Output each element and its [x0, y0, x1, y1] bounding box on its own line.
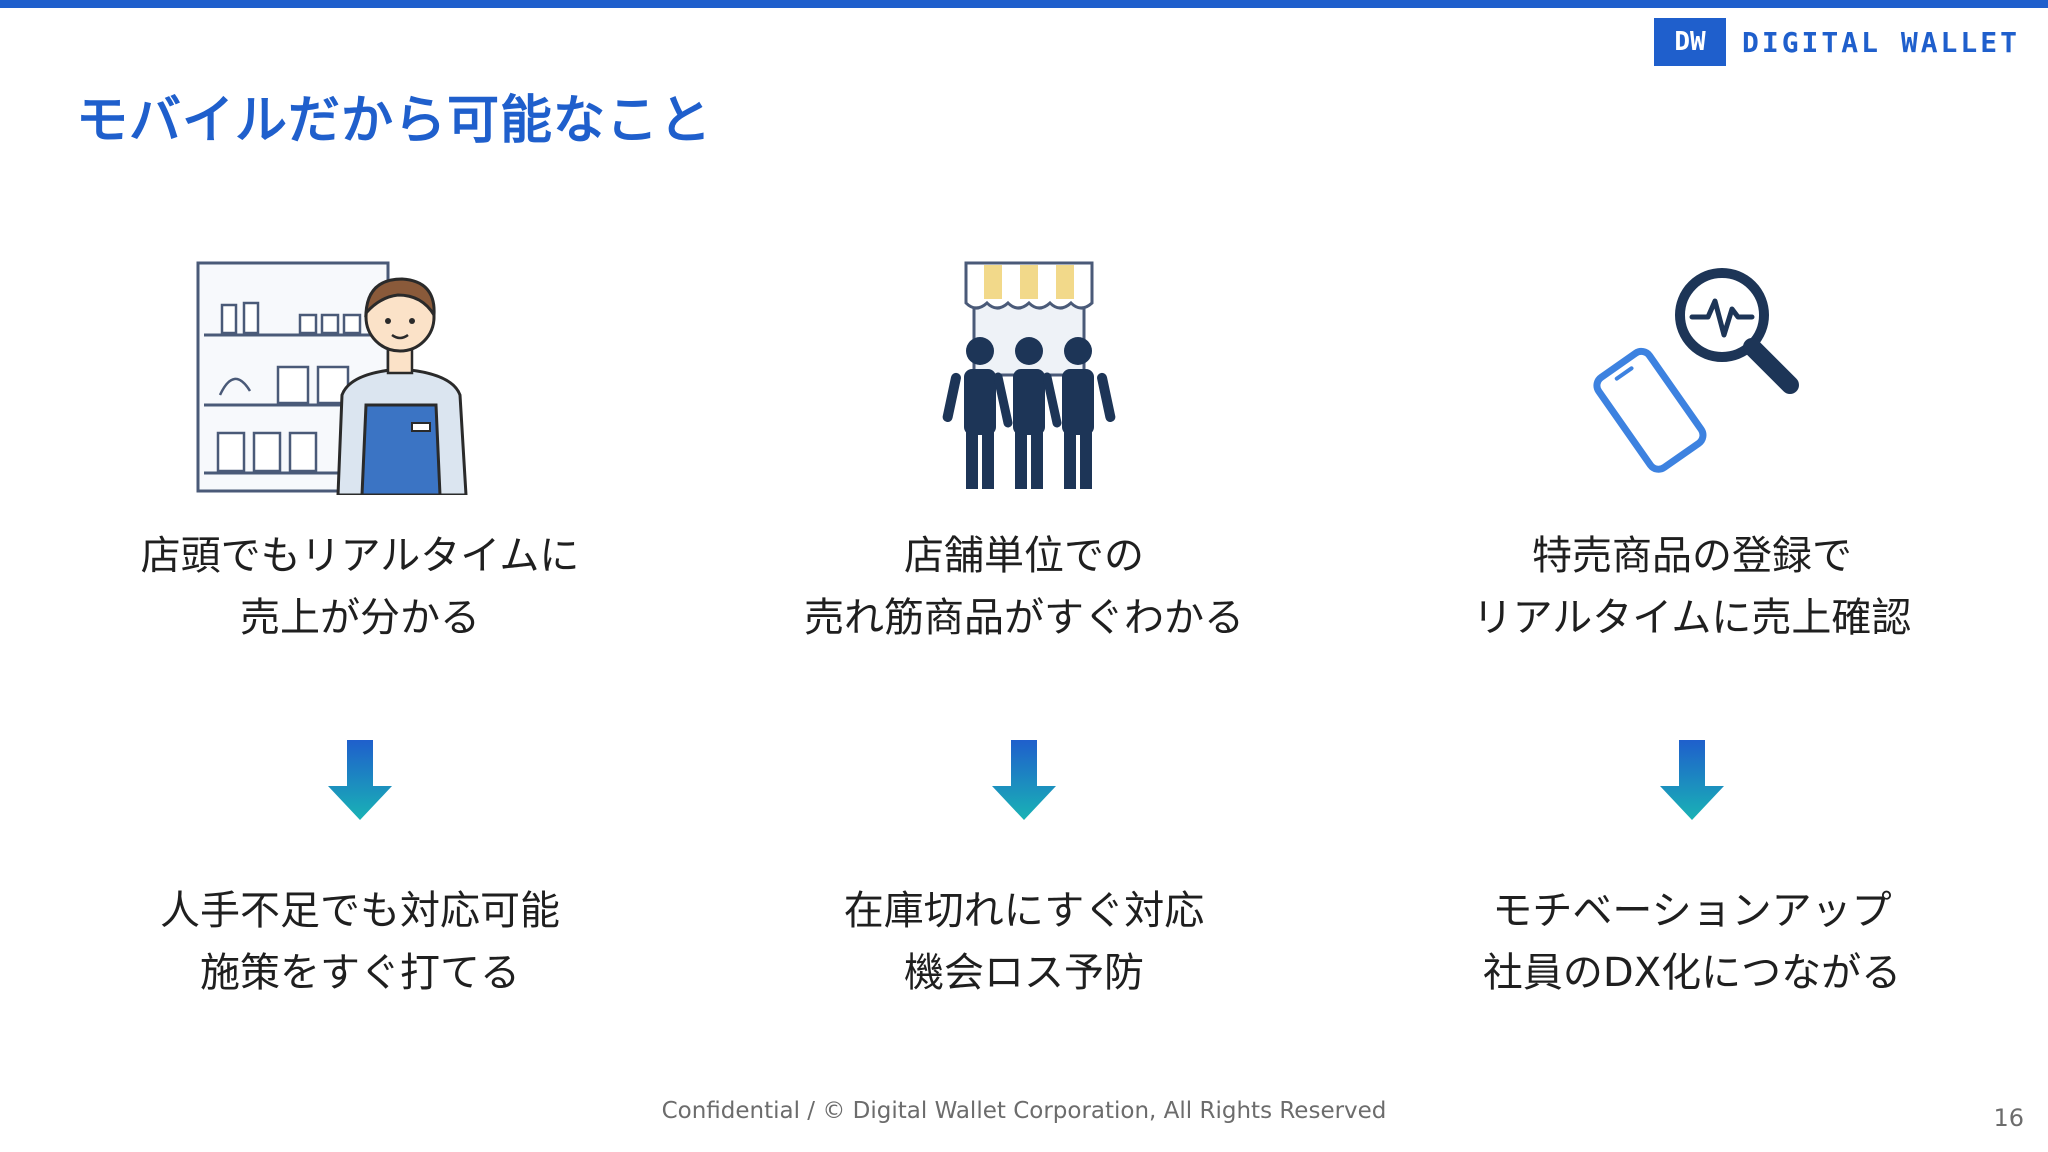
feature-column-1: 店頭でもリアルタイムに 売上が分かる 人手不足でも対応可能 施策をすぐ打てる — [40, 255, 680, 1015]
feature-result: 在庫切れにすぐ対応 機会ロス予防 — [843, 888, 1205, 996]
down-arrow-icon — [1660, 740, 1724, 820]
feature-column-3: 特売商品の登録で リアルタイムに売上確認 モチベーションアップ 社員のDX化につ… — [1372, 255, 2012, 1015]
top-accent-bar — [0, 0, 2048, 8]
footer-copyright: Confidential / © Digital Wallet Corporat… — [661, 1098, 1387, 1124]
page-number: 16 — [1993, 1104, 2024, 1132]
company-logo: DW DIGITAL WALLET — [1653, 18, 2020, 66]
store-clerk-icon — [40, 255, 680, 505]
down-arrow-icon — [328, 740, 392, 820]
logo-mark: DW — [1653, 18, 1726, 66]
logo-text: DIGITAL WALLET — [1741, 25, 2020, 59]
feature-column-2: 店舗単位での 売れ筋商品がすぐわかる 在庫切れにすぐ対応 機会ロス予防 — [704, 255, 1344, 1015]
storefront-people-icon — [704, 255, 1344, 505]
down-arrow-icon — [992, 740, 1056, 820]
feature-result: モチベーションアップ 社員のDX化につながる — [1482, 888, 1902, 996]
phone-magnifier-icon — [1372, 255, 2012, 505]
feature-result: 人手不足でも対応可能 施策をすぐ打てる — [160, 888, 560, 996]
feature-heading: 特売商品の登録で リアルタイムに売上確認 — [1472, 533, 1912, 641]
page-title: モバイルだから可能なこと — [76, 91, 713, 151]
feature-heading: 店舗単位での 売れ筋商品がすぐわかる — [804, 533, 1244, 641]
feature-heading: 店頭でもリアルタイムに 売上が分かる — [140, 533, 580, 641]
